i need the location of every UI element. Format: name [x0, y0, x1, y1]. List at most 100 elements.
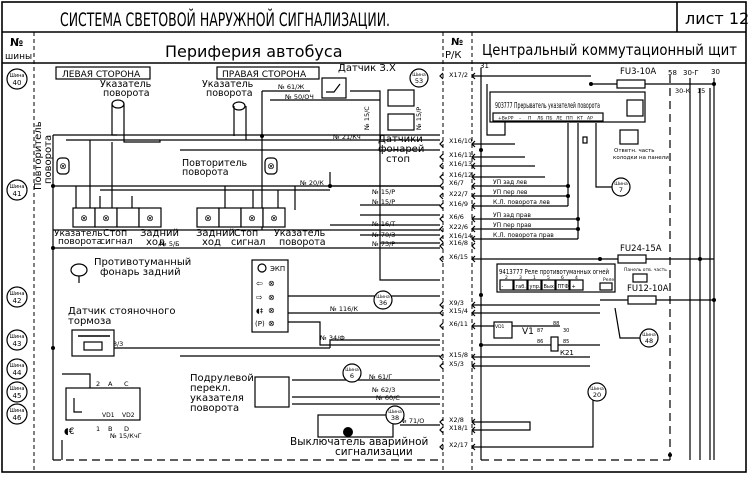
fuse-fu24: FU24-15A — [617, 244, 662, 264]
parking-brake-label-1: Датчик стояночного — [68, 306, 175, 317]
hazard-switch-icon — [343, 427, 353, 437]
svg-text:Х18/1: Х18/1 — [449, 424, 468, 432]
svg-text:Шина: Шина — [388, 409, 402, 415]
svg-text:Шина: Шина — [10, 408, 25, 414]
fog-relay-pin-number: 5 — [547, 275, 550, 281]
right-side-box — [216, 66, 320, 80]
ekp-lamp-icon — [257, 263, 267, 273]
fuse-fu12: FU12-10A — [627, 284, 669, 305]
flasher-pin-label: РР — [508, 116, 514, 122]
svg-text:1: 1 — [96, 425, 100, 433]
lamp-symbol-icon: ◖€ — [64, 427, 75, 437]
fog-relay-pin-box — [555, 279, 570, 291]
connector-chevron-icon — [439, 173, 444, 181]
flasher-pin-label: АР — [587, 116, 593, 122]
rear-lamp-labels: Указатель поворота Стоп сигнал Задний хо… — [54, 228, 326, 248]
switch-contact-icon — [326, 83, 341, 93]
svg-text:43: 43 — [13, 340, 22, 348]
fog-panel-socket-icon — [632, 273, 648, 283]
front-right-turn-lamp-icon — [232, 101, 246, 111]
svg-text:Х5/3: Х5/3 — [449, 360, 464, 368]
svg-text:Х16/13: Х16/13 — [449, 160, 472, 168]
svg-text:№ 20/К: № 20/К — [299, 179, 324, 187]
svg-text:№ 71/О: № 71/О — [399, 417, 424, 425]
svg-text:Х16/8: Х16/8 — [449, 239, 468, 247]
svg-text:Указатель: Указатель — [274, 228, 326, 239]
connector-chevron-icon — [439, 309, 444, 317]
connector-chevron-icon — [439, 192, 444, 200]
connector-chevron-icon — [471, 242, 476, 250]
svg-text:Шина: Шина — [10, 386, 25, 392]
fog-relay-socket-label: Реле — [603, 277, 614, 283]
svg-text:FU24-15A: FU24-15A — [620, 244, 662, 254]
svg-text:ход: ход — [146, 237, 165, 248]
flasher-pin-label: – — [519, 117, 522, 122]
arrow-right-icon: ⇨ — [256, 293, 263, 302]
svg-text:К.Л. поворота лев: К.Л. поворота лев — [493, 199, 550, 206]
flasher-pin-label: ЛБ — [537, 116, 543, 122]
svg-text:⊗: ⊗ — [248, 214, 256, 224]
flasher-title: 903777 Прерыватель указателей поворота — [495, 101, 600, 110]
svg-text:Х17/2: Х17/2 — [449, 71, 468, 79]
svg-text:15: 15 — [697, 87, 705, 95]
svg-text:Шина: Шина — [10, 291, 25, 297]
svg-text:B: B — [108, 425, 112, 433]
fog-relay-pin-label: + — [572, 284, 576, 290]
fog-relay-pin-label: упр. — [530, 284, 541, 290]
svg-text:Х6/6: Х6/6 — [449, 213, 464, 221]
svg-text:C: C — [124, 380, 129, 388]
connector-chevron-icon — [439, 426, 444, 434]
svg-text:45: 45 — [13, 392, 22, 400]
stop-sensors-label-1: Датчики — [378, 134, 423, 145]
reverse-sensor-switch — [321, 77, 347, 99]
svg-text:№ 15/Р: № 15/Р — [371, 188, 395, 196]
connector-chevron-icon — [439, 255, 444, 263]
fog-relay-pin-box — [569, 279, 584, 291]
svg-text:⊗: ⊗ — [268, 279, 275, 288]
svg-text:⊗: ⊗ — [268, 319, 275, 328]
flasher-signal-labels: УП зад лев УП пер лев К.Л. поворота лев … — [493, 179, 554, 239]
fog-lamp-label-1: Противотуманный — [94, 257, 191, 268]
arrow-left-icon: ⇦ — [256, 279, 263, 288]
svg-text:D: D — [124, 425, 129, 433]
svg-text:30: 30 — [711, 68, 720, 76]
ekp-label: ЭКП — [270, 265, 285, 273]
connector-chevron-icon — [439, 362, 444, 370]
stop-sensor-2 — [387, 113, 415, 131]
fog-relay-pin-box — [527, 279, 542, 291]
svg-text:46: 46 — [13, 414, 22, 422]
diode-label-v1: V1 — [522, 327, 534, 337]
svg-text:Х16/11: Х16/11 — [449, 151, 472, 159]
svg-text:№ 16/Т: № 16/Т — [371, 220, 395, 228]
svg-text:⊗: ⊗ — [80, 214, 88, 224]
svg-text:поворота: поворота — [58, 237, 102, 247]
svg-text:Задний: Задний — [140, 228, 179, 239]
svg-text:Стоп: Стоп — [234, 228, 258, 239]
connector-chevron-icon — [439, 162, 444, 170]
hazard-switch-label-1: Выключатель аварийной — [290, 436, 428, 448]
fog-relay-pin-number: 3 — [519, 275, 522, 281]
svg-text:К.Л. поворота прав: К.Л. поворота прав — [493, 232, 554, 239]
svg-text:30-К: 30-К — [675, 87, 691, 95]
steering-switch-label-3: указателя — [190, 393, 244, 404]
hazard-switch-label-2: сигнализации — [335, 446, 413, 458]
svg-text:6: 6 — [350, 372, 354, 380]
svg-text:Шина: Шина — [10, 73, 25, 79]
connector-chevron-icon — [439, 322, 444, 330]
connector-chevron-icon — [439, 301, 444, 309]
fog-relay-pin-label: Вых. — [544, 284, 556, 290]
fog-lamp-label-2: фонарь задний — [100, 267, 181, 278]
fog-relay-pin-number: 1 — [533, 275, 536, 281]
front-right-turn-label-2: поворота — [206, 88, 253, 99]
svg-text:30: 30 — [563, 328, 569, 334]
connector-chevron-icon — [439, 140, 444, 148]
fuse-fu3: FU3-10A — [616, 67, 656, 89]
flasher-pin-strip — [492, 112, 604, 122]
turn-switch-labels: 2 A C 1 B D VD1 VD2 — [96, 380, 135, 433]
connector-chevron-icon — [439, 443, 444, 451]
flasher-pin-label: КТ — [577, 116, 583, 122]
svg-text:сигнал: сигнал — [100, 237, 133, 247]
